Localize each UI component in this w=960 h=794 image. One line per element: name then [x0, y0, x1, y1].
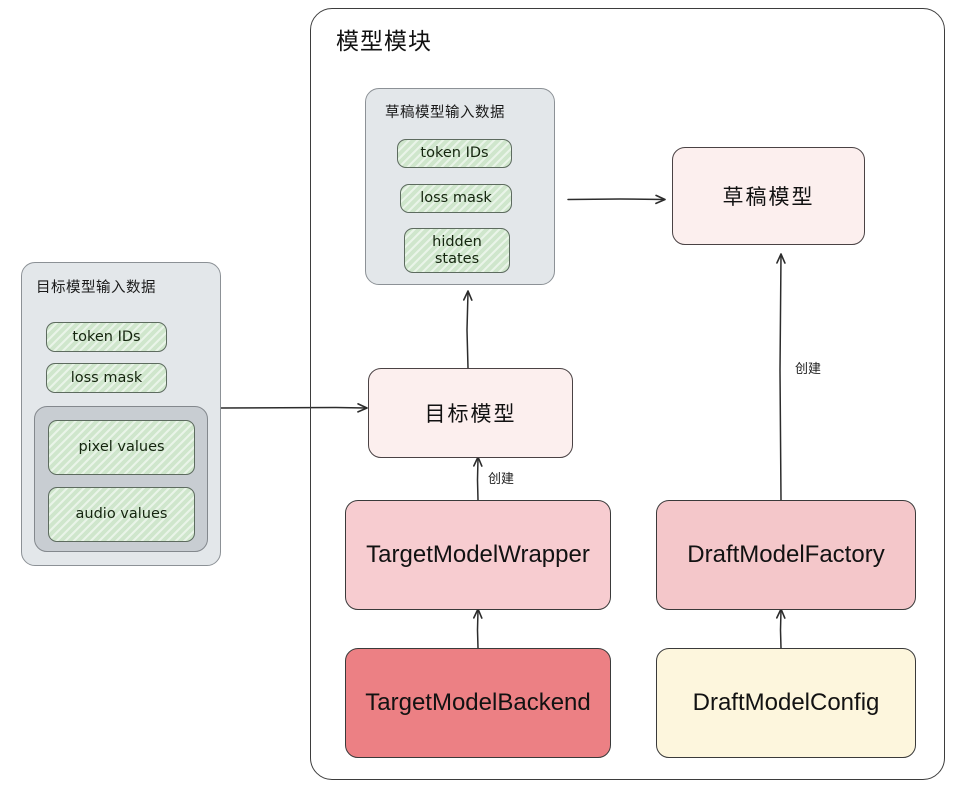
node-draft-model-factory[interactable]: DraftModelFactory: [656, 500, 916, 610]
node-target-model-backend[interactable]: TargetModelBackend: [345, 648, 611, 758]
chip-draft-loss-mask: loss mask: [400, 184, 512, 213]
chip-label: loss mask: [70, 369, 143, 386]
chip-draft-token-ids: token IDs: [397, 139, 512, 168]
node-target-model-wrapper[interactable]: TargetModelWrapper: [345, 500, 611, 610]
module-title: 模型模块: [336, 29, 432, 55]
node-draft-model[interactable]: 草稿模型: [672, 147, 865, 245]
edge-label-wrapper-create: 创建: [488, 472, 515, 487]
target-model-input-data-title: 目标模型输入数据: [36, 280, 156, 296]
edge-factory-creates-draft-model: [776, 253, 786, 501]
node-label: 目标模型: [424, 402, 517, 426]
node-label: 草稿模型: [722, 185, 815, 209]
chip-label: loss mask: [420, 190, 492, 207]
chip-label: token IDs: [420, 145, 489, 162]
chip-pixel-values: pixel values: [48, 420, 195, 475]
node-label: DraftModelConfig: [692, 689, 880, 716]
chip-hidden-states: hidden states: [404, 228, 510, 273]
edge-draft-input-to-draft-model: [567, 194, 666, 205]
chip-target-token-ids: token IDs: [46, 322, 167, 352]
node-draft-model-config[interactable]: DraftModelConfig: [656, 648, 916, 758]
node-label: TargetModelWrapper: [366, 541, 590, 568]
module-frame: [310, 8, 945, 780]
node-label: TargetModelBackend: [365, 689, 591, 716]
node-label: DraftModelFactory: [687, 541, 885, 568]
chip-label: pixel values: [78, 439, 165, 456]
edge-label-factory-create: 创建: [795, 362, 822, 377]
node-target-model[interactable]: 目标模型: [368, 368, 573, 458]
chip-target-loss-mask: loss mask: [46, 363, 167, 393]
edge-target-input-to-target-model: [220, 403, 368, 413]
chip-label: audio values: [75, 506, 168, 523]
chip-label: token IDs: [72, 328, 141, 345]
edge-backend-to-wrapper: [473, 608, 483, 649]
edge-config-to-factory: [776, 608, 786, 649]
chip-audio-values: audio values: [48, 487, 195, 542]
edge-wrapper-creates-target-model: [473, 456, 483, 501]
edge-target-model-to-draft-input: [462, 290, 473, 369]
draft-model-input-data-title: 草稿模型输入数据: [385, 105, 505, 121]
chip-label: hidden states: [432, 234, 482, 267]
